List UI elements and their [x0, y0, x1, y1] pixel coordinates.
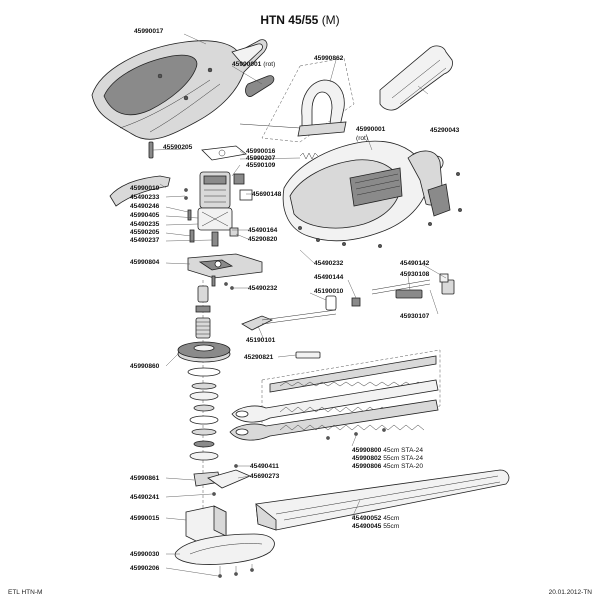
switch-rod-assembly [241, 273, 455, 331]
label-45990806: 45990806 45cm STA-20 [352, 463, 423, 470]
label-45490045-number: 45490045 [352, 523, 382, 530]
gasket-45990016 [201, 145, 247, 161]
gear-housing-plate [187, 253, 263, 290]
label-45990016: 45990016 [246, 148, 276, 155]
spring-45990207 [299, 152, 319, 160]
label-45490142: 45490142 [400, 260, 430, 267]
label-45590205-top: 45590205 [163, 144, 193, 151]
label-45490144: 45490144 [314, 274, 344, 281]
leader-lines [152, 33, 447, 577]
label-45990015: 45990015 [130, 515, 160, 522]
label-45990001-top-number: 45990001 [232, 61, 262, 68]
label-45490232-right: 45490232 [314, 260, 344, 267]
motor-assembly [197, 171, 253, 247]
label-45490052: 45490052 45cm [352, 515, 400, 522]
label-45490052-note: 45cm [383, 515, 400, 522]
label-45990019: 45990019 [130, 185, 160, 192]
label-45990001-top-note: (rot) [263, 61, 275, 68]
screw-45590205 [148, 141, 154, 159]
label-45190010: 45190010 [314, 288, 344, 295]
base-plate [174, 533, 275, 578]
blade-sheath [255, 469, 510, 531]
label-45490164: 45490164 [248, 227, 278, 234]
title-suffix: (M) [322, 13, 340, 27]
label-45590205-bottom: 45590205 [130, 229, 160, 236]
label-45990800-note: 45cm STA-24 [383, 447, 423, 454]
handle-bow [239, 57, 355, 143]
label-45690273: 45690273 [250, 473, 280, 480]
label-45990806-note: 45cm STA-20 [383, 463, 423, 470]
pad-45290821 [295, 351, 321, 359]
housing-half-left [91, 39, 268, 140]
label-45490241: 45490241 [130, 494, 160, 501]
label-45990804: 45990804 [130, 259, 160, 266]
label-45990207: 45990207 [246, 155, 276, 162]
label-45930108: 45930108 [400, 271, 430, 278]
footer-right: 20.01.2012-TN [549, 589, 593, 596]
label-45990800: 45990800 45cm STA-24 [352, 447, 423, 454]
label-45990001-right-note: (rot) [356, 135, 368, 142]
blade-set [229, 349, 441, 441]
small-screws-left [184, 188, 195, 243]
diagram-title: HTN 45/55 (M) [260, 13, 339, 27]
label-45990206: 45990206 [130, 565, 160, 572]
label-45490045-note: 55cm [383, 523, 400, 530]
main-gear [177, 341, 231, 461]
footer-left: ETL HTN-M [8, 589, 42, 596]
trigger-45990019 [109, 175, 171, 207]
label-45990802: 45990802 55cm STA-24 [352, 455, 423, 462]
label-45490052-number: 45490052 [352, 515, 382, 522]
label-45490237: 45490237 [130, 237, 160, 244]
housing-half-right [282, 140, 463, 248]
bumper-block [185, 505, 227, 543]
label-45990860: 45990860 [130, 363, 160, 370]
title-model: HTN 45/55 [260, 13, 318, 27]
label-45590109: 45590109 [246, 162, 276, 169]
part-labels: 45990017 45990001 (rot) 45990862 4529004… [130, 28, 460, 572]
label-45690148: 45690148 [252, 191, 282, 198]
label-45990405: 45990405 [130, 212, 160, 219]
label-45990001-top: 45990001 (rot) [232, 61, 275, 68]
label-45490411: 45490411 [250, 463, 279, 470]
label-45990802-note: 55cm STA-24 [383, 455, 423, 462]
label-45490235: 45490235 [130, 221, 160, 228]
label-45990802-number: 45990802 [352, 455, 382, 462]
label-45990806-number: 45990806 [352, 463, 382, 470]
label-45290821: 45290821 [244, 354, 274, 361]
label-45930107: 45930107 [400, 313, 430, 320]
label-45290820: 45290820 [248, 236, 278, 243]
blade-guard-cover [379, 45, 453, 111]
bottom-bracket [193, 464, 252, 496]
label-45990800-number: 45990800 [352, 447, 382, 454]
label-45490045: 45490045 55cm [352, 523, 400, 530]
label-45190101: 45190101 [246, 337, 276, 344]
label-45490232-left: 45490232 [248, 285, 278, 292]
label-45990861: 45990861 [130, 475, 160, 482]
label-45990862: 45990862 [314, 55, 344, 62]
label-45490246: 45490246 [130, 203, 160, 210]
label-45990030: 45990030 [130, 551, 160, 558]
label-45490233: 45490233 [130, 194, 160, 201]
label-45290043: 45290043 [430, 127, 460, 134]
label-45990001-right: 45990001 [356, 126, 386, 133]
handle-trigger-piece [245, 75, 275, 97]
label-45990017: 45990017 [134, 28, 164, 35]
